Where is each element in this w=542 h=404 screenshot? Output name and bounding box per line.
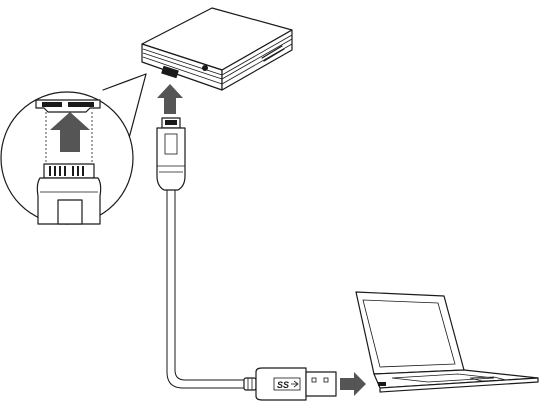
plug-in-laptop-arrow-icon [340, 372, 366, 396]
external-hard-drive-icon [141, 7, 293, 91]
plug-in-arrow-icon [157, 84, 183, 114]
usb-superspeed-logo: SS [277, 380, 289, 390]
laptop-icon [355, 291, 539, 393]
micro-b-port-icon [35, 99, 101, 113]
insert-arrow-icon [50, 112, 90, 152]
micro-b-plug-icon [36, 163, 102, 225]
usb-cable-icon: SS [156, 117, 337, 401]
micro-b-port-zoom-callout [0, 73, 147, 225]
